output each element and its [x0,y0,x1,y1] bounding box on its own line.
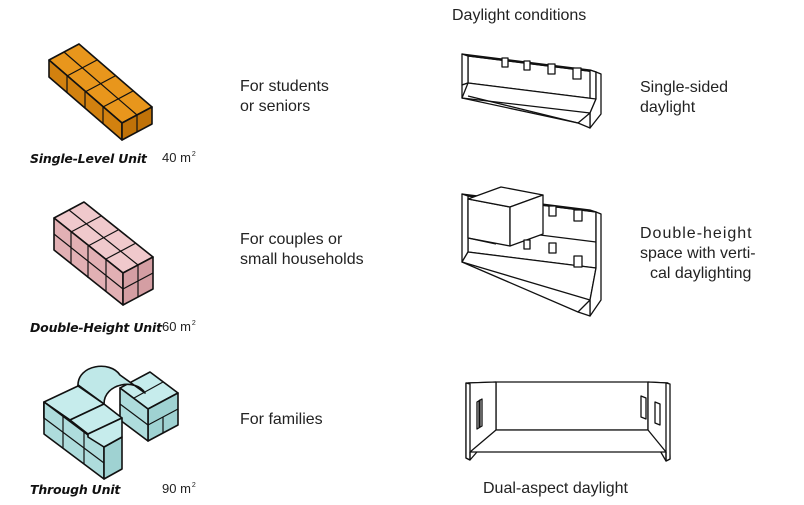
unit-name-through: Through Unit [30,482,121,497]
unit-name-double-height: Double-Height Unit [30,320,162,335]
area-value: 90 m [162,481,191,496]
usage-double-height-line1: For couples or [240,231,343,248]
area-unit-superscript: 2 [191,482,196,489]
unit-name-single-level: Single-Level Unit [30,151,147,166]
usage-single-level-line2: or seniors [240,98,311,115]
area-unit-superscript: 2 [191,320,196,327]
daylight-dual-line1: Dual-aspect daylight [483,480,628,497]
daylight-conditions-header: Daylight conditions [452,7,587,24]
unit-area-through: 90 m2 [162,481,196,496]
unit-area-double-height: 60 m2 [162,319,196,334]
daylight-single-line2: daylight [640,99,696,116]
unit-area-single-level: 40 m2 [162,150,196,165]
usage-single-level-line1: For students [240,78,329,95]
area-value: 60 m [162,319,191,334]
daylight-double-line2: space with verti- [640,245,756,262]
area-value: 40 m [162,150,191,165]
usage-through-line1: For families [240,411,323,428]
area-unit-superscript: 2 [191,151,196,158]
usage-double-height-line2: small households [240,251,364,268]
daylight-double-line1: Double-height [640,225,753,242]
daylight-double-line3: cal daylighting [650,265,752,282]
daylight-single-line1: Single-sided [640,79,729,96]
